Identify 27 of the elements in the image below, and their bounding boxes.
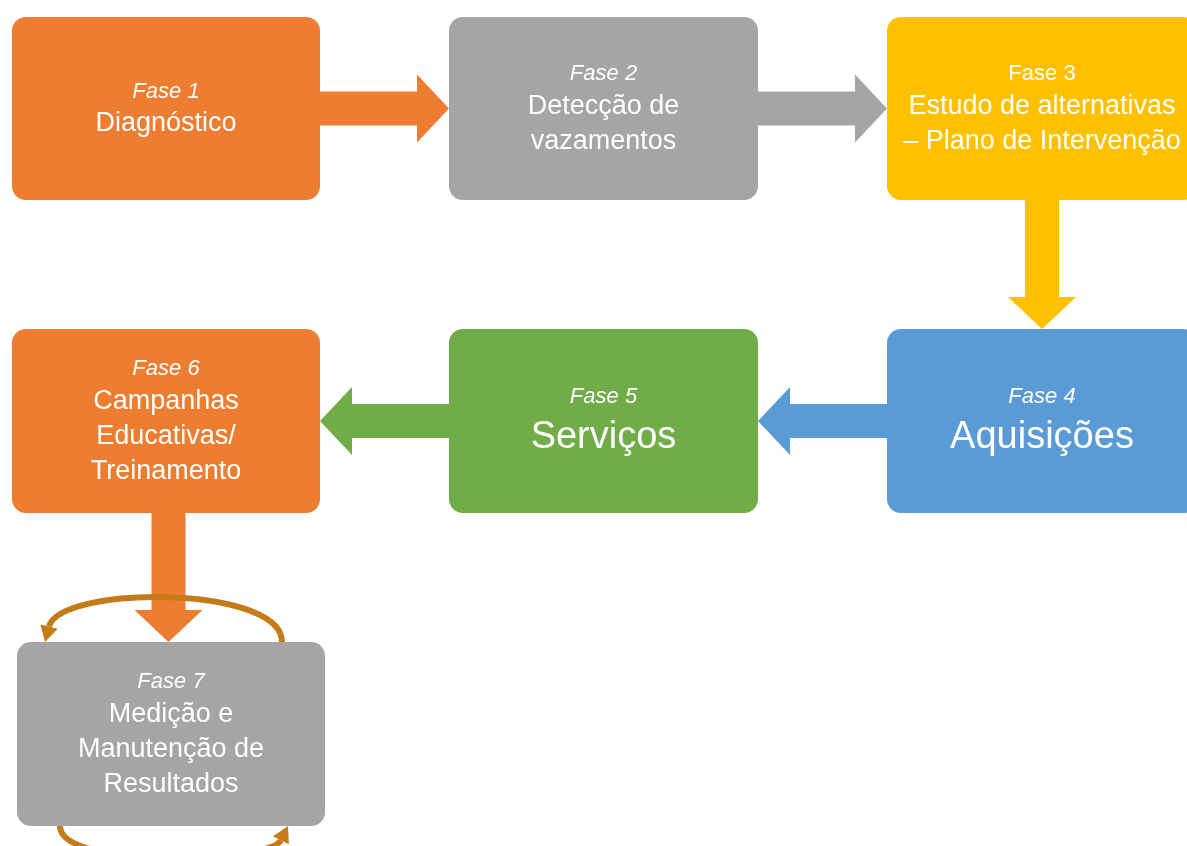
phase-title: Estudo de alternativas – Plano de Intervenção <box>902 88 1182 157</box>
phase-title: Serviços <box>530 412 677 458</box>
process-box <box>17 642 325 826</box>
phase-title: Aquisições <box>950 412 1134 458</box>
block-arrow <box>1008 200 1076 329</box>
phase-title: Diagnóstico <box>95 106 237 140</box>
phase-label: Fase 6 <box>132 354 200 383</box>
phase-label: Fase 4 <box>1008 382 1076 410</box>
phase-label: Fase 7 <box>137 667 205 696</box>
block-arrow <box>320 74 449 143</box>
cycle-arrow <box>39 594 285 643</box>
phase-label: Fase 1 <box>132 76 200 105</box>
phase-title: Detecção de vazamentos <box>526 88 681 157</box>
process-box <box>449 17 758 200</box>
block-arrow <box>320 387 449 455</box>
process-box <box>12 329 320 513</box>
process-box <box>887 329 1187 513</box>
phase-title: Medição e Manutenção de Resultados <box>76 696 266 800</box>
phase-label: Fase 2 <box>569 59 638 88</box>
phase-title: Campanhas Educativas/ Treinamento <box>89 383 243 487</box>
process-box <box>887 17 1187 200</box>
block-arrow <box>758 74 887 143</box>
phase-label: Fase 3 <box>1008 59 1076 88</box>
process-box <box>449 329 758 513</box>
phase-label: Fase 5 <box>569 382 638 410</box>
block-arrow <box>758 387 887 455</box>
process-box <box>12 17 320 200</box>
